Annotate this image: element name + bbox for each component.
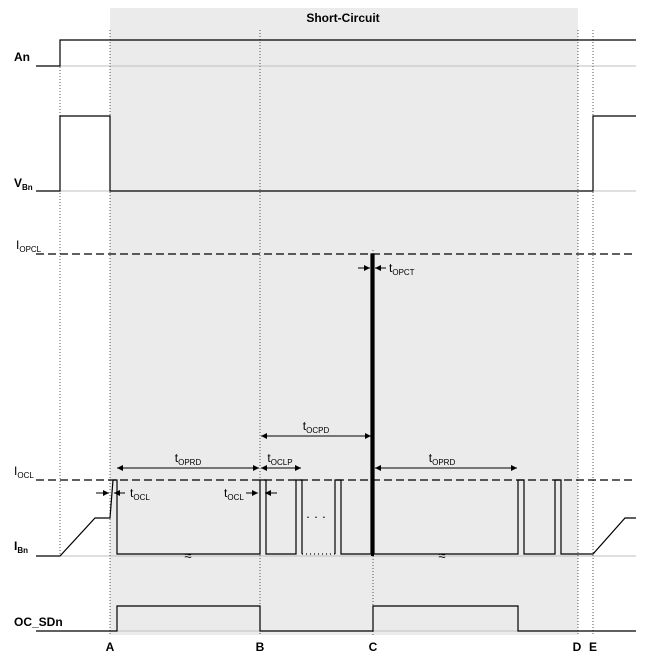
marker-c: C — [369, 640, 378, 654]
signal-label-an: An — [14, 50, 30, 64]
signal-label-ibn: IBn — [14, 539, 28, 555]
marker-b: B — [256, 640, 265, 654]
marker-a: A — [106, 640, 115, 654]
timing-arrows — [96, 265, 517, 496]
timing-label-tocpd: tOCPD — [303, 419, 330, 435]
signal-label-iocl: IOCL — [14, 464, 34, 480]
an-waveform — [36, 39, 636, 67]
ibn-waveform-pulse-mid — [334, 253, 636, 555]
timing-label-toprd-left: tOPRD — [175, 451, 202, 467]
timing-label-topct: tOPCT — [389, 261, 415, 277]
timing-label-toprd-right: tOPRD — [429, 451, 456, 467]
timing-label-tocl-right: tOCL — [224, 486, 244, 502]
marker-e: E — [589, 640, 597, 654]
short-circuit-region — [110, 8, 578, 635]
pulse-ellipsis: · · · — [306, 509, 326, 524]
break-mark-right: ≈ — [438, 548, 445, 563]
oc-sdn-waveform — [36, 605, 636, 632]
ibn-waveform-left — [36, 479, 303, 557]
vbn-waveform — [36, 115, 636, 192]
short-circuit-title: Short-Circuit — [306, 11, 379, 25]
break-mark-left: ≈ — [184, 548, 191, 563]
signal-label-vbn: VBn — [14, 176, 33, 192]
signal-label-oc-sdn: OC_SDn — [14, 615, 63, 629]
signal-label-iopcl: IOPCL — [16, 238, 42, 254]
marker-d: D — [573, 640, 582, 654]
timing-label-tocl-left: tOCL — [130, 486, 150, 502]
timing-label-toclp: tOCLP — [267, 451, 292, 467]
